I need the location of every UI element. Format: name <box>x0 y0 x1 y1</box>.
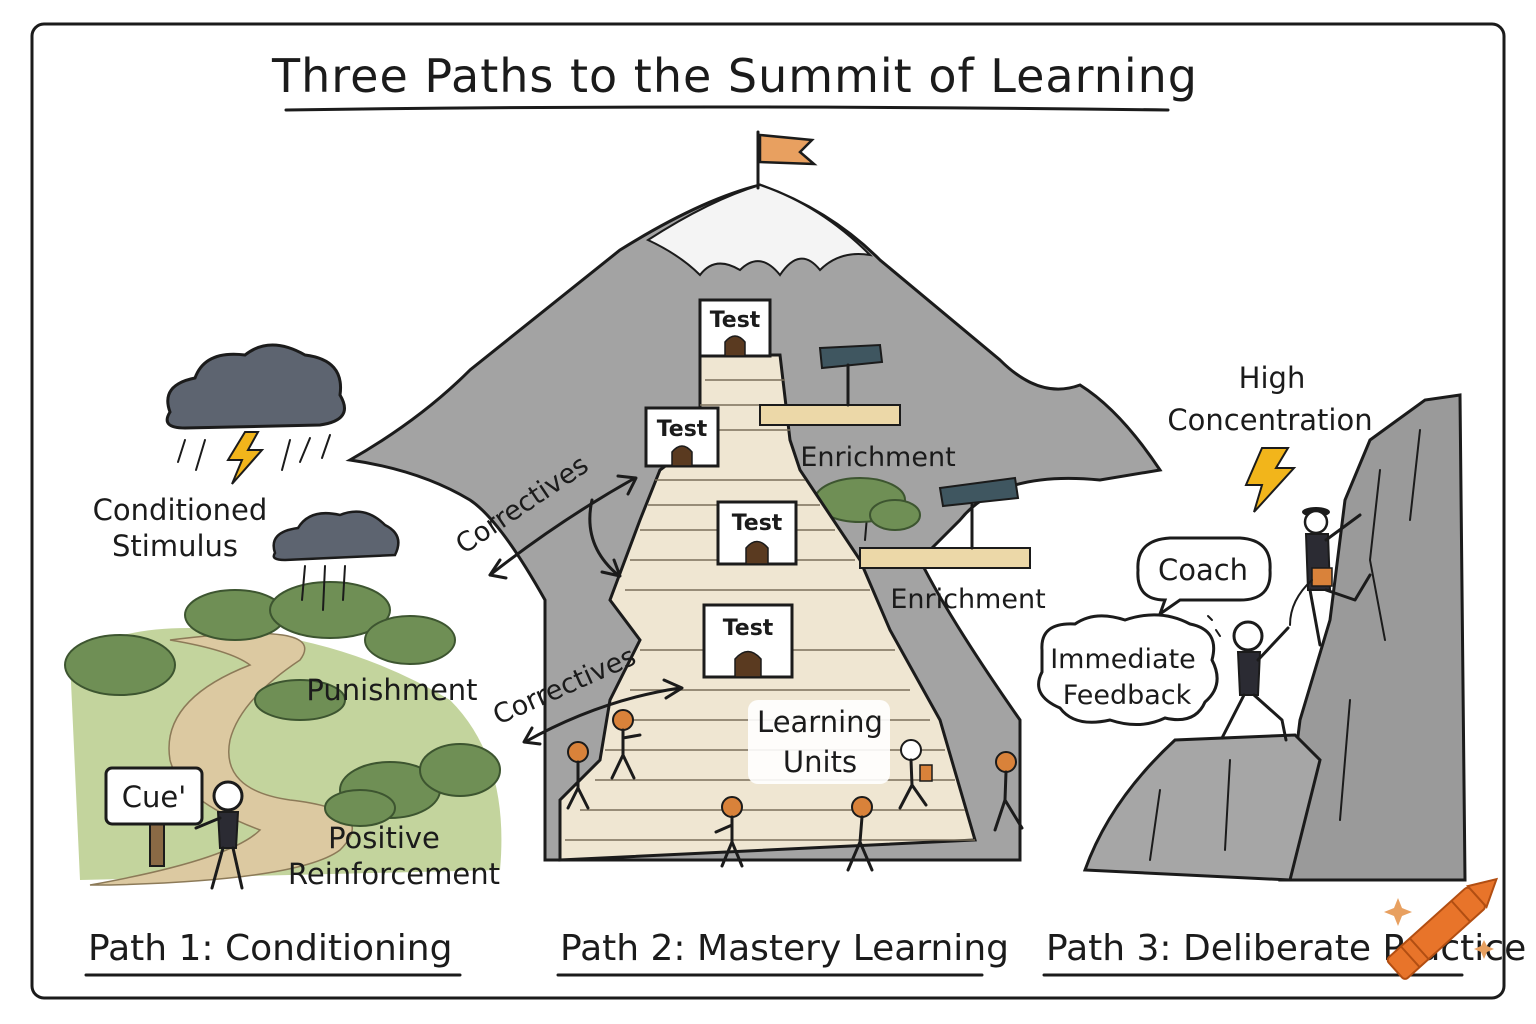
test-box-3: Test <box>718 502 796 564</box>
label-concentration: Concentration <box>1167 403 1372 437</box>
label-reinforcement: Reinforcement <box>288 857 500 891</box>
label-punishment: Punishment <box>306 673 477 707</box>
label-learning: Learning <box>757 705 883 739</box>
page-title: Three Paths to the Summit of Learning <box>271 49 1198 103</box>
label-enrichment-lower: Enrichment <box>890 584 1045 615</box>
label-conditioned: Conditioned <box>93 493 268 527</box>
test-label-3: Test <box>732 511 783 536</box>
upper-platform <box>760 405 900 425</box>
label-high: High <box>1239 361 1306 395</box>
label-enrichment-upper: Enrichment <box>800 442 955 473</box>
test-box-1: Test <box>700 300 770 356</box>
feedback-cloud-bubble: Immediate Feedback <box>1039 615 1218 725</box>
label-coach: Coach <box>1158 553 1248 587</box>
label-positive: Positive <box>328 821 440 855</box>
caption-path2: Path 2: Mastery Learning <box>560 928 1009 969</box>
label-feedback: Feedback <box>1063 680 1192 711</box>
test-box-2: Test <box>646 408 718 466</box>
label-units: Units <box>783 745 857 779</box>
label-immediate: Immediate <box>1050 644 1196 675</box>
test-box-4: Test <box>704 605 792 677</box>
lower-platform <box>860 548 1030 568</box>
test-label-1: Test <box>710 308 761 333</box>
label-cue: Cue' <box>122 780 186 814</box>
test-label-2: Test <box>657 417 708 442</box>
label-stimulus: Stimulus <box>112 529 238 563</box>
test-label-4: Test <box>723 616 774 641</box>
caption-path1: Path 1: Conditioning <box>88 928 452 969</box>
